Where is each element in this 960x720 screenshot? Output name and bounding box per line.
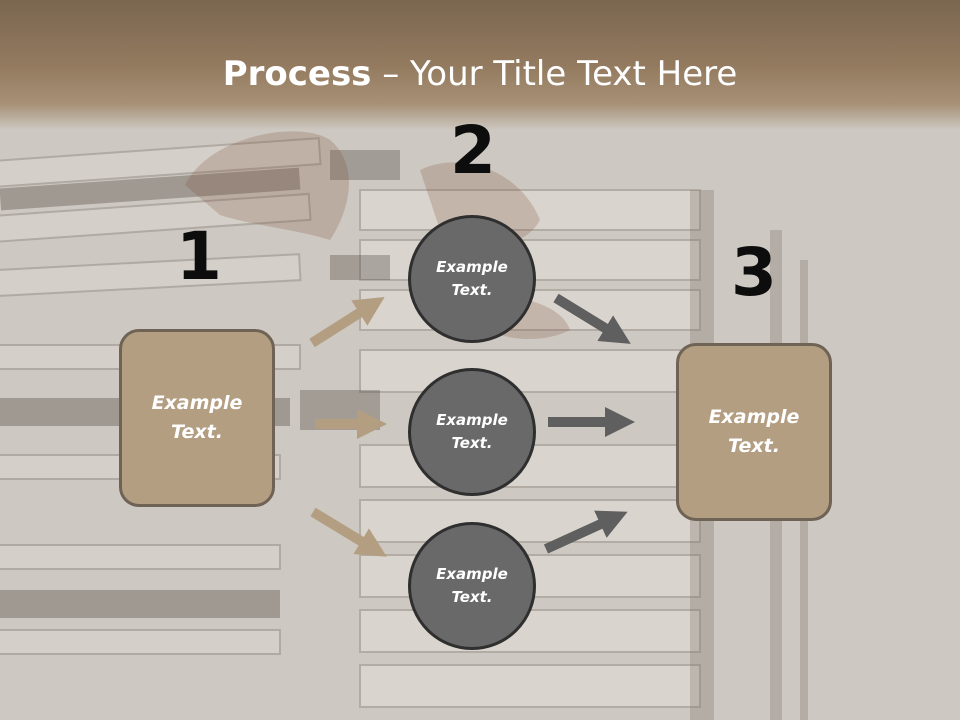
step-3-box-line2: Text.: [728, 435, 780, 457]
circle-middle-line2: Text.: [451, 434, 493, 452]
arrow-box1-to-circle-top: [309, 296, 385, 348]
title-bold: Process: [222, 54, 372, 94]
step-number-2: 2: [450, 112, 496, 189]
title-rest: – Your Title Text Here: [371, 54, 738, 94]
step-2-circle-top: Example Text.: [408, 215, 536, 343]
arrow-circle-bottom-to-box3: [543, 510, 628, 554]
circle-bottom-line1: Example: [436, 565, 508, 583]
arrow-circle-top-to-box3: [553, 293, 631, 344]
circle-top-line2: Text.: [451, 281, 493, 299]
step-number-1: 1: [176, 218, 222, 295]
step-2-circle-bottom: Example Text.: [408, 522, 536, 650]
step-1-box-line2: Text.: [171, 421, 223, 443]
step-3-box-line1: Example: [708, 406, 800, 428]
step-3-box: Example Text.: [676, 343, 832, 521]
circle-middle-line1: Example: [436, 411, 508, 429]
step-1-box: Example Text.: [119, 329, 275, 507]
title-band: [0, 0, 960, 130]
circle-bottom-line2: Text.: [451, 588, 493, 606]
step-number-3: 3: [731, 234, 777, 311]
circle-top-line1: Example: [436, 258, 508, 276]
arrow-box1-to-circle-bottom: [310, 507, 387, 557]
step-1-box-line1: Example: [151, 392, 243, 414]
slide-title: Process – Your Title Text Here: [0, 52, 960, 96]
step-2-circle-middle: Example Text.: [408, 368, 536, 496]
